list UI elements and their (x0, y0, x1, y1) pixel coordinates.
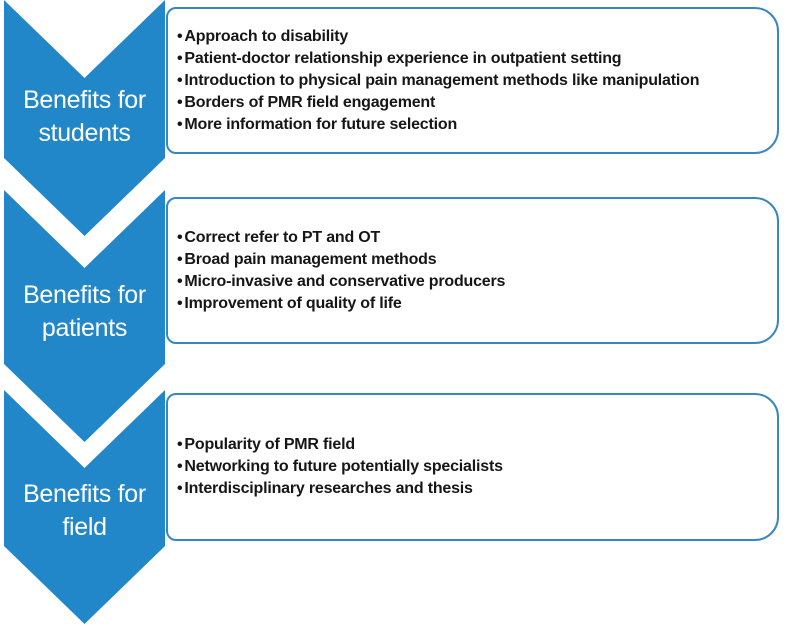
bullet-item: More information for future selection (177, 114, 699, 136)
bullet-item: Broad pain management methods (177, 249, 505, 271)
benefits-box-field: Popularity of PMR field Networking to fu… (166, 393, 779, 541)
label-line-1: Benefits for (23, 480, 146, 508)
bullet-list-students: Approach to disability Patient-doctor re… (168, 26, 713, 136)
chevron-down-shape-students (4, 0, 165, 236)
label-line-1: Benefits for (23, 281, 146, 309)
chevron-label-patients: Benefits for patients (4, 279, 165, 345)
benefits-box-patients: Correct refer to PT and OT Broad pain ma… (166, 197, 779, 344)
bullet-list-field: Popularity of PMR field Networking to fu… (168, 434, 517, 500)
bullet-list-patients: Correct refer to PT and OT Broad pain ma… (168, 227, 519, 315)
bullet-item: Approach to disability (177, 26, 699, 48)
label-line-2: field (62, 513, 107, 541)
label-line-2: students (38, 119, 131, 147)
chevron-down-shape-field (4, 390, 165, 624)
bullet-item: Patient-doctor relationship experience i… (177, 48, 699, 70)
chevron-polygon (4, 190, 165, 442)
bullet-item: Borders of PMR field engagement (177, 92, 699, 114)
benefits-box-students: Approach to disability Patient-doctor re… (166, 7, 779, 154)
bullet-item: Micro-invasive and conservative producer… (177, 271, 505, 293)
bullet-item: Introduction to physical pain management… (177, 70, 699, 92)
chevron-down-shape-patients (4, 190, 165, 442)
bullet-item: Improvement of quality of life (177, 293, 505, 315)
label-line-1: Benefits for (23, 86, 146, 114)
chevron-polygon (4, 390, 165, 624)
bullet-item: Correct refer to PT and OT (177, 227, 505, 249)
chevron-polygon (4, 0, 165, 236)
bullet-item: Interdisciplinary researches and thesis (177, 478, 503, 500)
bullet-item: Popularity of PMR field (177, 434, 503, 456)
bullet-item: Networking to future potentially special… (177, 456, 503, 478)
label-line-2: patients (41, 314, 128, 342)
chevron-label-students: Benefits for students (4, 84, 165, 150)
chevron-label-field: Benefits for field (4, 478, 165, 544)
